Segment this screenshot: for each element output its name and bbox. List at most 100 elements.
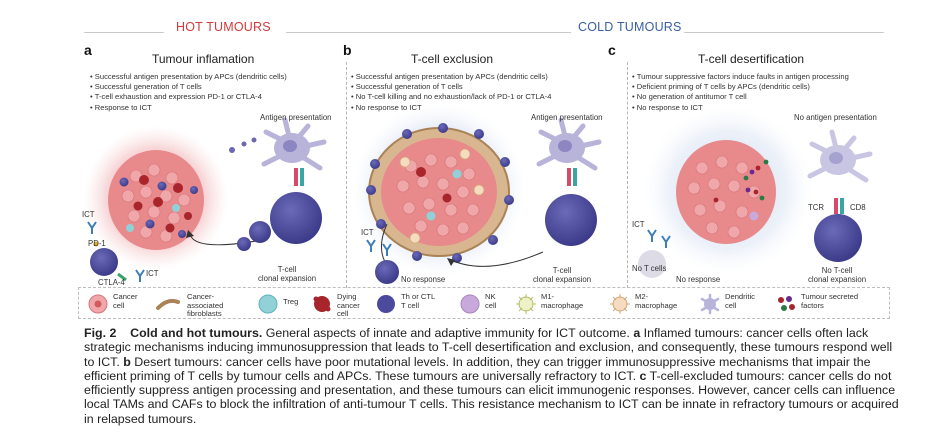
legend-item: NK cell <box>459 290 519 316</box>
legend-item: Dying cancer cell <box>311 290 381 319</box>
arrow-blocked <box>381 223 388 263</box>
legend-label: M2- macrophage <box>635 292 678 310</box>
legend-label: Dendritic cell <box>725 292 755 310</box>
caption-lead: General aspects of innate and adaptive i… <box>265 326 630 340</box>
hot-tumours-header: HOT TUMOURS <box>176 20 271 34</box>
caption-label-b: b <box>123 354 131 369</box>
panel-c: c T-cell desertification Tumour suppress… <box>608 40 898 287</box>
panel-title: T-cell exclusion <box>411 52 494 66</box>
tcr-receptor <box>567 168 571 186</box>
cancer-cells <box>396 153 480 237</box>
bullet: Successful generation of T cells <box>351 82 551 92</box>
legend-label: Treg <box>283 297 299 306</box>
header-rule-left <box>84 32 164 33</box>
legend-item: M1- macrophage <box>515 290 605 316</box>
secreted-factors-icon <box>778 296 795 311</box>
cd8-receptor <box>300 168 304 186</box>
legend-item: Dendritic cell <box>699 290 779 316</box>
no-t-cells-placeholder <box>638 250 666 278</box>
bullet: No T-cell killing and no exhaustion/lack… <box>351 92 552 102</box>
dendritic-cell-icon <box>700 293 720 315</box>
panel-bullets: Successful antigen presentation by APCs … <box>351 72 552 113</box>
cold-tumours-header: COLD TUMOURS <box>578 20 682 34</box>
header-rule-right <box>684 32 884 33</box>
cd8-receptor <box>573 168 577 186</box>
ctla4-marker <box>117 272 127 282</box>
figure-number: Fig. 2 <box>84 326 117 340</box>
legend-item: Tumour secreted factors <box>775 290 885 316</box>
legend-item: Cancer cell <box>87 290 157 316</box>
legend-item: Treg <box>257 290 327 316</box>
tcr-label: TCR <box>808 203 825 212</box>
header-rule-mid <box>286 32 571 33</box>
ict-label: ICT <box>632 220 645 229</box>
cd8-receptor <box>840 198 844 214</box>
ict-label-bottom: ICT <box>146 269 159 278</box>
secreted-factors <box>713 159 769 203</box>
t-cell-medium <box>249 221 271 243</box>
legend-label: NK cell <box>485 292 497 310</box>
cancer-cells <box>687 155 761 239</box>
arrow-to-tumour <box>450 251 544 267</box>
dying-cancer-cell-icon <box>313 296 331 312</box>
bullet: Successful generation of T cells <box>90 82 287 92</box>
legend-label: Cancer cell <box>113 292 138 310</box>
bullet: T-cell exhaustion and expression PD-1 or… <box>90 92 287 102</box>
legend-item: Cancer- associated fibroblasts <box>153 290 253 319</box>
panel-bullets: Successful antigen presentation by APCs … <box>90 72 287 113</box>
panel-title: Tumour inflamation <box>152 52 255 66</box>
panel-label: a <box>84 42 92 58</box>
bullet: No generation of antitumor T cell <box>632 92 849 102</box>
legend-label: Cancer- associated fibroblasts <box>187 292 224 319</box>
clonal-expansion-label: T-cell clonal expansion <box>258 265 317 283</box>
pd1-label: PD-1 <box>88 239 106 248</box>
legend-label: Dying cancer cell <box>337 292 360 319</box>
dying-cancer-cells <box>133 175 192 233</box>
bullet: Response to ICT <box>90 103 287 113</box>
legend-label: M1- macrophage <box>541 292 584 310</box>
m1-macrophage-icon <box>516 294 536 314</box>
bullet: Successful antigen presentation by APCs … <box>351 72 551 82</box>
caption-label-a: a <box>633 326 641 340</box>
bullet: No response to ICT <box>632 103 849 113</box>
cancer-cell-icon <box>88 294 108 314</box>
treg-icon <box>258 294 278 314</box>
antigen-presentation-label: Antigen presentation <box>260 113 332 122</box>
panel-c-illustration <box>638 106 873 278</box>
panel-title: T-cell desertification <box>698 52 805 66</box>
arrowhead <box>186 230 194 238</box>
ict-antibody-icon <box>366 239 392 256</box>
t-cell-icon <box>377 295 395 313</box>
bullet: Successful antigen presentation by APCs … <box>90 72 287 82</box>
nk-cell <box>749 211 759 221</box>
t-cell-exhausted <box>90 248 118 276</box>
panel-bullets: Tumour suppressive factors induce faults… <box>632 72 849 113</box>
legend-item: Th or CTL T cell <box>375 290 455 316</box>
ict-antibody-icon <box>647 229 671 248</box>
panel-b: b T-cell exclusion Successful antigen pr… <box>343 40 627 287</box>
nk-cell-icon <box>460 294 480 314</box>
bullet: Tumour suppressive factors induce faults… <box>632 72 849 82</box>
panel-label: c <box>608 42 616 58</box>
caption-text-c: T-cell-excluded tumours: cancer cells do… <box>84 368 899 426</box>
dendritic-cell-icon <box>807 129 873 183</box>
legend: Cancer cell Cancer- associated fibroblas… <box>78 287 890 319</box>
ctla4-label: CTLA-4 <box>98 278 125 287</box>
infiltrating-t-cells <box>119 177 198 238</box>
antigen-presentation-label: Antigen presentation <box>531 113 603 122</box>
ict-label: ICT <box>361 228 374 237</box>
treg-cells <box>426 169 462 221</box>
figure-caption: Fig. 2 Cold and hot tumours. General asp… <box>84 326 902 426</box>
panel-label: b <box>343 42 352 58</box>
figure-title: Cold and hot tumours. <box>130 326 263 340</box>
m2-macrophages <box>399 148 485 244</box>
ict-label-top: ICT <box>82 210 95 219</box>
no-antigen-presentation-label: No antigen presentation <box>794 113 877 122</box>
tcr-receptor <box>294 168 298 186</box>
clonal-expansion-label: T-cell clonal expansion <box>533 266 592 284</box>
panel-divider-bc <box>627 62 628 288</box>
tcr-receptor <box>834 198 838 214</box>
panel-a-illustration <box>84 117 327 282</box>
no-t-cells-label: No T cells <box>632 264 667 273</box>
legend-item: M2- macrophage <box>609 290 699 316</box>
